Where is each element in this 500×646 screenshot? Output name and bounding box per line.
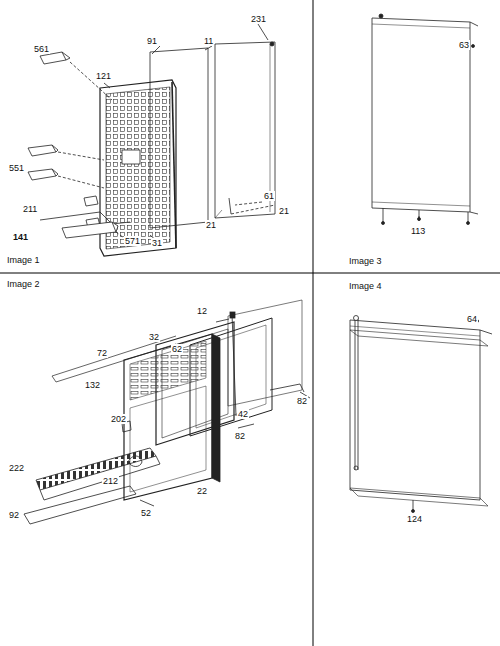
callout-number: 551 <box>8 163 25 173</box>
callout-number: 32 <box>148 332 160 342</box>
callout-number: 231 <box>250 14 267 24</box>
callout-number: 21 <box>205 220 217 230</box>
callout-number: 202 <box>110 414 127 424</box>
callout-number: 52 <box>140 508 152 518</box>
callout-number: 91 <box>146 36 158 46</box>
callout-number: 11 <box>203 36 214 46</box>
callout-number: 64 <box>466 314 478 324</box>
view-label: Image 1 <box>6 255 41 265</box>
callout-number: 211 <box>22 204 38 214</box>
callout-number: 31 <box>151 238 163 248</box>
callout-number: 561 <box>33 44 50 54</box>
callout-number: 42 <box>237 409 249 419</box>
callout-number: 113 <box>410 226 426 236</box>
view-label: Image 3 <box>348 256 383 266</box>
callout-number: 62 <box>171 344 183 354</box>
callout-number: 222 <box>8 463 25 473</box>
callout-number: 12 <box>196 306 208 316</box>
callout-number: 121 <box>95 71 112 81</box>
callout-number: 21 <box>278 206 290 216</box>
callout-number: 82 <box>296 396 308 406</box>
callout-number: 72 <box>96 348 108 358</box>
callout-number: 141 <box>12 232 29 242</box>
callout-number: 212 <box>102 476 119 486</box>
callout-number: 61 <box>263 191 275 201</box>
view-label: Image 2 <box>6 279 41 289</box>
callout-number: 92 <box>8 510 20 520</box>
view-label: Image 4 <box>348 281 383 291</box>
callout-number: 124 <box>406 514 423 524</box>
callout-number: 22 <box>196 486 208 496</box>
callout-number: 132 <box>84 380 101 390</box>
callout-number: 63 <box>458 40 470 50</box>
callout-number: 82 <box>234 431 246 441</box>
callout-number: 571 <box>124 236 141 246</box>
